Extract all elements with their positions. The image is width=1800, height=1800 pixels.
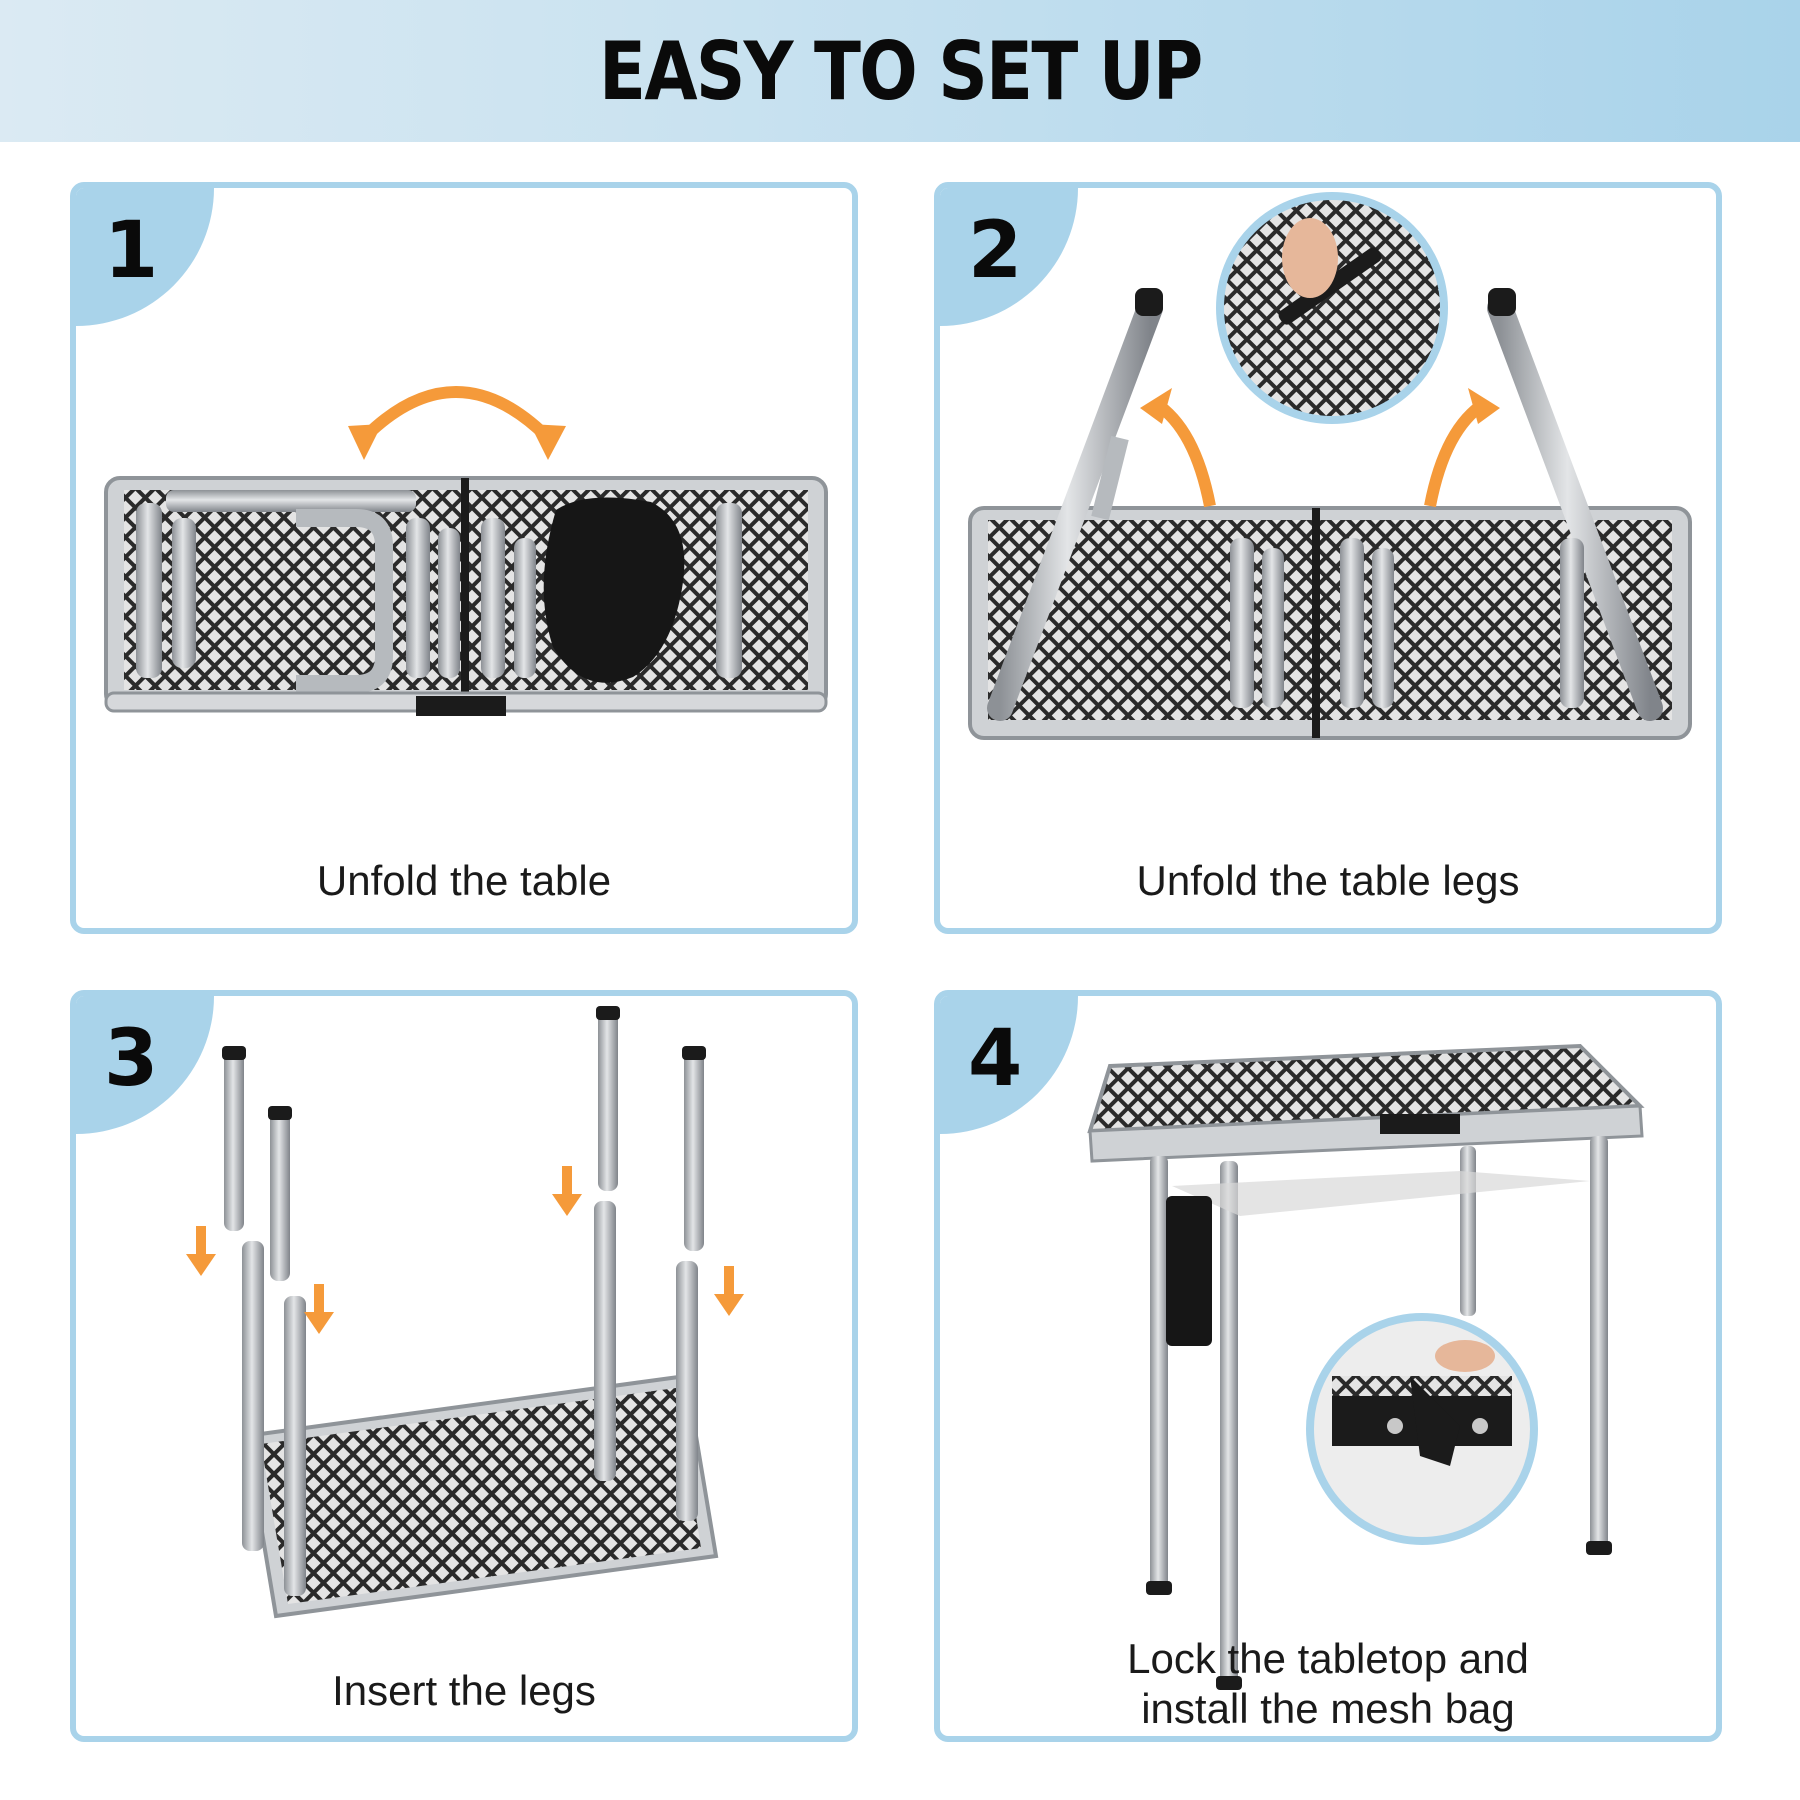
step-4-number: 4	[968, 1014, 1023, 1104]
mesh-bag	[543, 497, 685, 683]
step-4-caption: Lock the tabletop and install the mesh b…	[940, 1634, 1716, 1735]
mesh-shelf	[1172, 1171, 1590, 1216]
mesh-bag	[1166, 1196, 1212, 1346]
step-2-panel: 2 Unfold the table legs	[934, 182, 1722, 934]
header-banner: EASY TO SET UP	[0, 0, 1800, 142]
step-1-number: 1	[104, 206, 159, 296]
lock-latch-icon	[1410, 1376, 1460, 1466]
step-4-caption-line-1: Lock the tabletop and	[1127, 1635, 1529, 1682]
step-4-caption-line-2: install the mesh bag	[1141, 1685, 1515, 1733]
zoom-inset-circle	[1216, 192, 1448, 424]
mesh-top	[261, 1388, 701, 1604]
unfolding-legs-illustration	[968, 192, 1692, 740]
step-2-number: 2	[968, 206, 1023, 296]
assembled-table-illustration	[1087, 1043, 1645, 1690]
folded-table-illustration	[104, 386, 828, 716]
step-2-caption: Unfold the table legs	[1136, 857, 1520, 904]
step-3-caption: Insert the legs	[332, 1667, 596, 1714]
arrow-head-right-icon	[530, 424, 566, 460]
step-4-panel: 4 Lock the tabletop and install the mesh…	[934, 990, 1722, 1742]
step-1-panel: 1 Unfold the table	[70, 182, 858, 934]
hand-icon	[1282, 218, 1338, 298]
inserting-legs-illustration	[186, 1006, 744, 1619]
insert-arrow-icons	[186, 1166, 744, 1334]
step-3-number: 3	[104, 1014, 159, 1104]
arrow-head-left-icon	[348, 424, 382, 460]
step-1-caption: Unfold the table	[316, 857, 612, 904]
mesh-top	[988, 520, 1672, 720]
unfold-arrow-icon	[361, 386, 551, 441]
step-3-panel: 3 Insert the legs	[70, 990, 858, 1742]
page-title: EASY TO SET UP	[598, 24, 1203, 118]
finger-icon	[1435, 1340, 1495, 1372]
